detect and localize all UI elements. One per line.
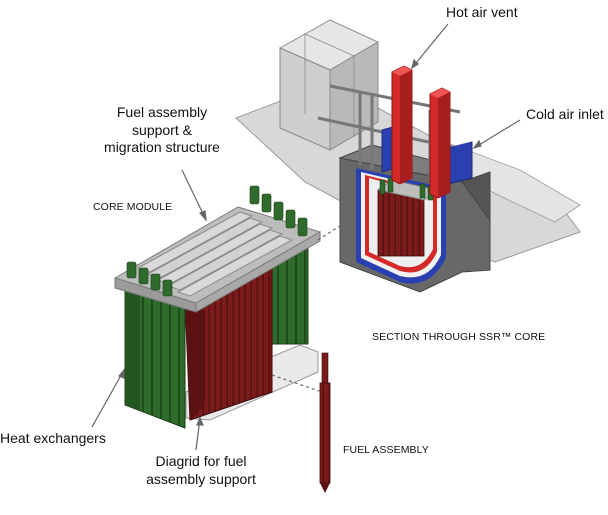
- core-module-label: CORE MODULE: [93, 201, 173, 213]
- diagrid-line-2: assembly support: [146, 470, 256, 487]
- fuel-assembly-rod: [319, 352, 331, 493]
- hot-air-vent-label: Hot air vent: [446, 4, 518, 20]
- fuel-support-line-1: Fuel assembly: [116, 104, 208, 120]
- hot-air-vent-stacks: [391, 65, 451, 199]
- fuel-assembly-label: FUEL ASSEMBLY: [343, 444, 429, 456]
- fuel-support-line-2: support &: [132, 121, 192, 138]
- cold-air-inlet-label: Cold air inlet: [526, 106, 604, 122]
- fuel-support-structure-label: Fuel assembly support & migration struct…: [92, 104, 232, 157]
- section-core-label: SECTION THROUGH SSR™ CORE: [372, 331, 546, 343]
- building-block: [278, 19, 380, 151]
- leader-lines: [91, 23, 521, 451]
- diagrid-line-1: Diagrid for fuel: [155, 453, 247, 469]
- heat-exchangers-label: Heat exchangers: [0, 430, 106, 446]
- heat-exchanger-bank: [124, 279, 186, 429]
- migration-structure-bars: [136, 211, 294, 297]
- fuel-support-line-3: migration structure: [104, 139, 220, 155]
- diagrid-label: Diagrid for fuel assembly support: [136, 453, 266, 488]
- core-module: [113, 185, 322, 429]
- heat-exchanger-tops: [126, 185, 308, 297]
- ssr-building: [235, 19, 581, 293]
